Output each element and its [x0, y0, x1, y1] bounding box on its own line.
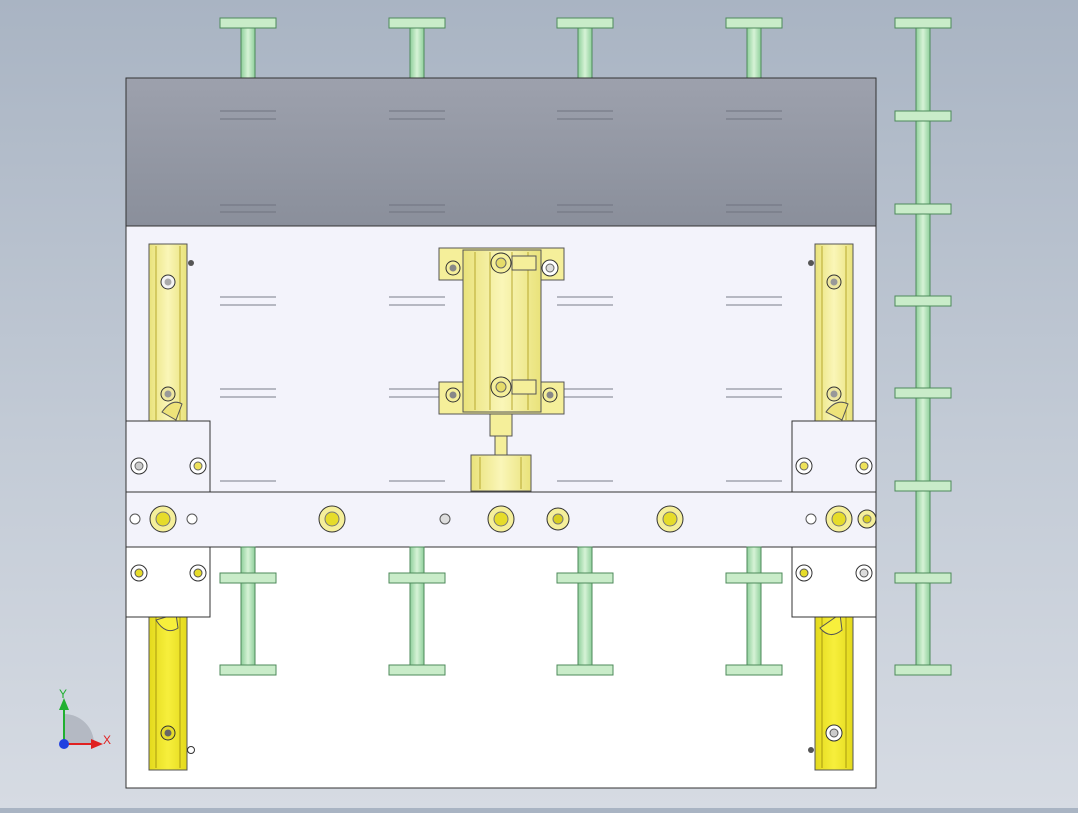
guide-pin[interactable]: [388, 546, 446, 676]
guide-pin[interactable]: [556, 546, 614, 676]
bottom-guide-pins: [219, 546, 783, 676]
left-mounting-block-upper[interactable]: [125, 420, 211, 493]
y-axis-arrow-icon: [59, 698, 69, 710]
stripper-plate[interactable]: [125, 491, 877, 548]
guide-pin[interactable]: [725, 17, 783, 81]
left-mounting-block-lower[interactable]: [125, 546, 211, 618]
guide-pin[interactable]: [725, 546, 783, 676]
guide-pin[interactable]: [556, 17, 614, 81]
x-axis-arrow-icon: [91, 739, 103, 749]
z-axis-dot-icon: [59, 739, 69, 749]
air-cylinder[interactable]: [438, 247, 565, 492]
top-guide-pins: [219, 17, 783, 81]
left-slide-rail-upper[interactable]: [148, 243, 194, 425]
coordinate-triad: Y X: [59, 687, 111, 749]
left-slide-rail-lower[interactable]: [148, 611, 195, 771]
guide-pin[interactable]: [388, 17, 446, 81]
y-axis-label: Y: [59, 687, 67, 701]
top-clamp-plate[interactable]: [125, 77, 877, 227]
right-mounting-block-lower[interactable]: [791, 546, 877, 618]
right-slide-rail-lower[interactable]: [808, 611, 854, 771]
x-axis-label: X: [103, 733, 111, 747]
right-slide-rail-upper[interactable]: [808, 243, 854, 425]
side-guide-pin-column[interactable]: [894, 17, 952, 676]
guide-pin[interactable]: [219, 17, 277, 81]
right-mounting-block-upper[interactable]: [791, 420, 877, 493]
bolt-row: [129, 505, 877, 533]
guide-pin[interactable]: [219, 546, 277, 676]
